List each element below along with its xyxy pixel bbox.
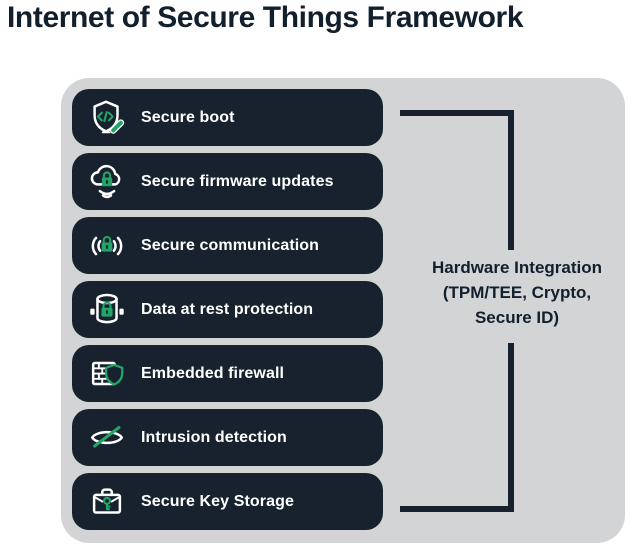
feature-label: Secure boot <box>141 108 235 126</box>
firmware-update-icon <box>90 164 121 198</box>
feature-secure-boot: Secure boot <box>72 89 383 146</box>
feature-label: Intrusion detection <box>141 428 287 446</box>
annotation-line-3: Secure ID) <box>474 308 560 327</box>
secure-key-storage-icon <box>92 487 122 514</box>
feature-label: Secure firmware updates <box>141 172 334 190</box>
bracket-upper-vertical-line <box>508 110 514 250</box>
intrusion-detection-icon <box>90 425 124 448</box>
hardware-integration-label: Hardware Integration (TPM/TEE, Crypto, S… <box>412 255 622 330</box>
feature-list: Secure boot Secure firmware updates <box>72 89 383 530</box>
feature-intrusion-detection: Intrusion detection <box>72 409 383 466</box>
bracket-bottom-horizontal-line <box>400 506 514 512</box>
bracket-lower-vertical-line <box>508 343 514 512</box>
data-at-rest-icon <box>90 293 124 323</box>
feature-label: Secure Key Storage <box>141 492 294 510</box>
secure-boot-icon <box>93 100 125 134</box>
annotation-line-1: Hardware Integration <box>431 258 603 277</box>
page-title: Internet of Secure Things Framework <box>7 1 524 34</box>
feature-embedded-firewall: Embedded firewall <box>72 345 383 402</box>
feature-secure-firmware-updates: Secure firmware updates <box>72 153 383 210</box>
feature-label: Embedded firewall <box>141 364 285 382</box>
feature-label: Secure communication <box>141 236 320 254</box>
feature-secure-communication: Secure communication <box>72 217 383 274</box>
secure-communication-icon <box>91 235 123 255</box>
feature-secure-key-storage: Secure Key Storage <box>72 473 383 530</box>
annotation-line-2: (TPM/TEE, Crypto, <box>442 283 592 302</box>
bracket-top-horizontal-line <box>400 110 514 116</box>
embedded-firewall-icon <box>91 361 124 386</box>
feature-data-at-rest-protection: Data at rest protection <box>72 281 383 338</box>
feature-label: Data at rest protection <box>141 300 314 318</box>
